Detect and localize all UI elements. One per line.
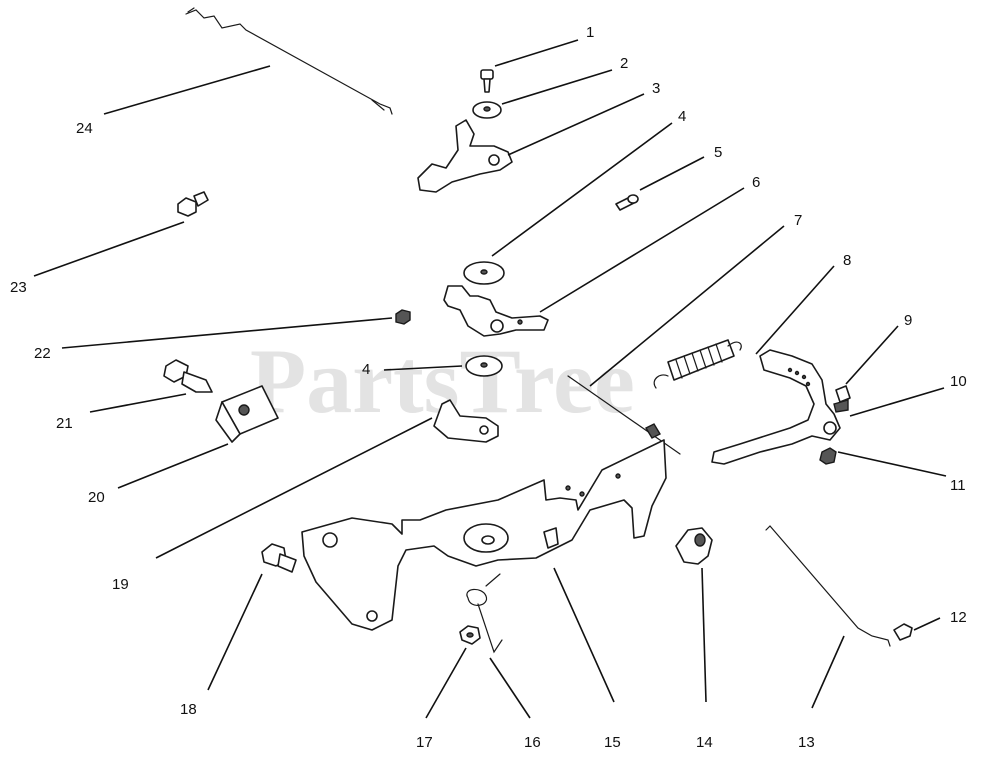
callout-1: 1	[586, 24, 594, 41]
callout-16: 16	[524, 734, 541, 751]
part-23-bolt	[177, 191, 209, 217]
callout-7: 7	[794, 212, 802, 229]
part-spring	[653, 339, 742, 389]
part-18-bolt	[261, 543, 297, 573]
callout-10: 10	[950, 373, 967, 390]
callout-4-lower: 4	[362, 361, 370, 378]
callout-24: 24	[76, 120, 93, 137]
part-13-choke-rod	[765, 525, 891, 647]
callout-15: 15	[604, 734, 621, 751]
part-24-link-rod	[185, 7, 393, 115]
callout-4: 4	[678, 108, 686, 125]
callout-13: 13	[798, 734, 815, 751]
callout-8: 8	[843, 252, 851, 269]
leader-lines	[33, 39, 947, 719]
part-12-nut	[893, 623, 913, 641]
part-16-spring	[466, 573, 503, 654]
part-3-control-lever	[417, 119, 513, 193]
callout-5: 5	[714, 144, 722, 161]
callout-21: 21	[56, 415, 73, 432]
part-5-screw	[615, 194, 639, 211]
callout-12: 12	[950, 609, 967, 626]
part-21-bolt	[163, 359, 213, 393]
part-4-washer-lower	[465, 355, 503, 377]
part-17-nut	[459, 625, 481, 645]
callout-23: 23	[10, 279, 27, 296]
callout-11: 11	[950, 477, 966, 494]
callout-22: 22	[34, 345, 51, 362]
callout-3: 3	[652, 80, 660, 97]
part-20-bracket	[215, 385, 279, 443]
part-1-screw	[480, 69, 494, 93]
part-2-washer	[472, 101, 502, 119]
callout-6: 6	[752, 174, 760, 191]
part-15-control-bracket	[301, 439, 667, 631]
part-8-control-arm	[711, 349, 841, 465]
callout-17: 17	[416, 734, 433, 751]
callout-labels: 1 2 3 4 5 6 7 8 9 10 11 12 13 14 15 16 1…	[10, 24, 967, 751]
callout-19: 19	[112, 576, 129, 593]
part-6-governor-lever	[443, 285, 549, 337]
callout-2: 2	[620, 55, 628, 72]
part-22-nut	[395, 309, 411, 325]
part-9-screw	[833, 385, 851, 413]
callout-20: 20	[88, 489, 105, 506]
callout-14: 14	[696, 734, 713, 751]
part-4-washer-upper	[463, 261, 505, 285]
part-19-lever-plate	[433, 399, 499, 443]
part-11-nut	[819, 447, 837, 465]
callout-18: 18	[180, 701, 197, 718]
part-14-clip	[675, 527, 713, 565]
callout-9: 9	[904, 312, 912, 329]
